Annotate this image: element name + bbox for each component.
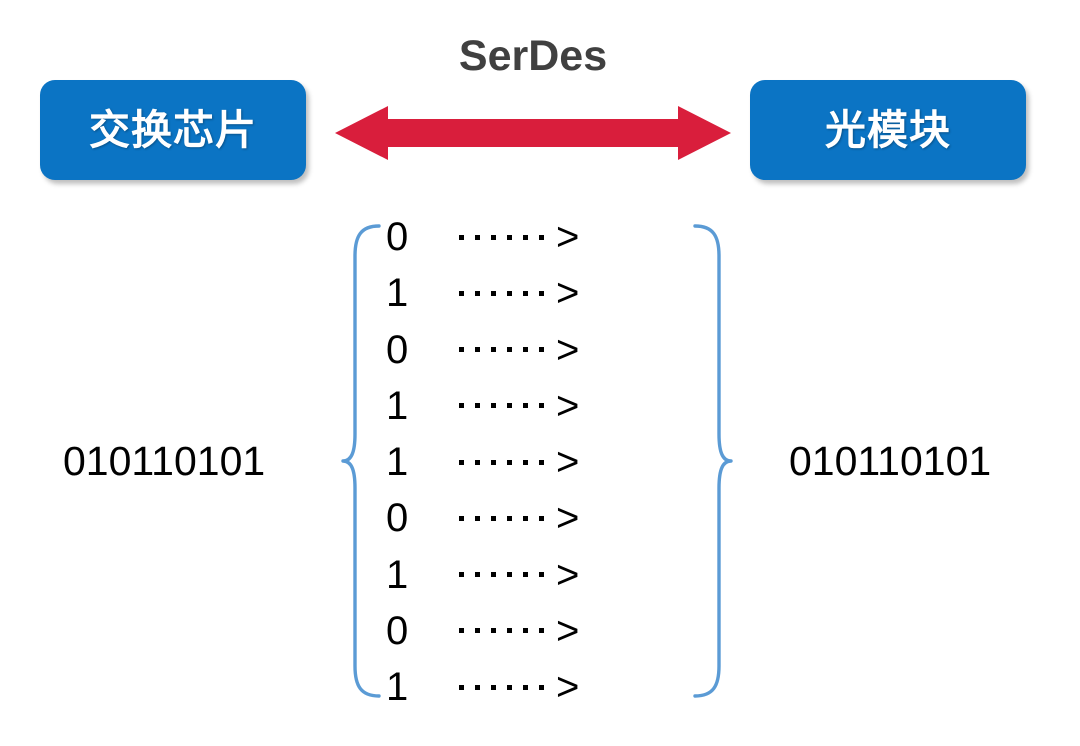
bit-row: 0 > <box>386 497 686 539</box>
node-switch-chip[interactable]: 交换芯片 <box>40 80 306 180</box>
dotted-line <box>459 403 544 409</box>
chevron-right-icon: > <box>556 608 580 653</box>
bit-row: 1 > <box>386 441 686 483</box>
bit-row: 1 > <box>386 666 686 708</box>
dotted-line <box>459 628 544 634</box>
bit-value: 0 <box>386 215 409 259</box>
bit-row: 1 > <box>386 272 686 314</box>
bit-value: 1 <box>386 271 409 316</box>
dotted-line <box>459 572 544 577</box>
bit-value: 1 <box>386 552 409 597</box>
bit-value: 1 <box>386 383 409 428</box>
serdes-bidirectional-arrow-icon <box>335 106 731 160</box>
chevron-right-icon: > <box>556 496 580 541</box>
bit-stream-list: 0 > 1 > 0 > 1 > <box>386 216 686 708</box>
chevron-right-icon: > <box>556 665 580 709</box>
bit-value: 0 <box>386 496 409 541</box>
bit-row: 0 > <box>386 610 686 652</box>
dotted-line <box>459 459 544 465</box>
bit-value: 1 <box>386 440 409 484</box>
chevron-right-icon: > <box>556 552 580 597</box>
bit-row: 1 > <box>386 385 686 427</box>
dotted-line <box>459 515 544 521</box>
page-title: SerDes <box>458 32 608 80</box>
bit-value: 0 <box>386 327 409 372</box>
bit-row: 0 > <box>386 216 686 258</box>
node-optical-module-label: 光模块 <box>825 105 951 154</box>
chevron-right-icon: > <box>556 383 580 428</box>
dotted-line <box>459 684 544 690</box>
output-binary-word: 010110101 <box>789 438 992 484</box>
chevron-right-icon: > <box>556 271 580 316</box>
dotted-line <box>459 290 544 296</box>
dotted-line <box>459 347 544 352</box>
chevron-right-icon: > <box>556 215 580 259</box>
right-curly-brace-icon <box>693 224 733 698</box>
dotted-line <box>459 234 544 240</box>
chevron-right-icon: > <box>556 440 580 484</box>
bit-row: 1 > <box>386 554 686 596</box>
bit-row: 0 > <box>386 329 686 371</box>
node-optical-module[interactable]: 光模块 <box>750 80 1026 180</box>
left-curly-brace-icon <box>341 224 381 698</box>
bit-value: 0 <box>386 608 409 653</box>
input-binary-word: 010110101 <box>63 438 266 484</box>
bit-value: 1 <box>386 665 409 709</box>
node-switch-chip-label: 交换芯片 <box>89 105 257 154</box>
chevron-right-icon: > <box>556 327 580 372</box>
